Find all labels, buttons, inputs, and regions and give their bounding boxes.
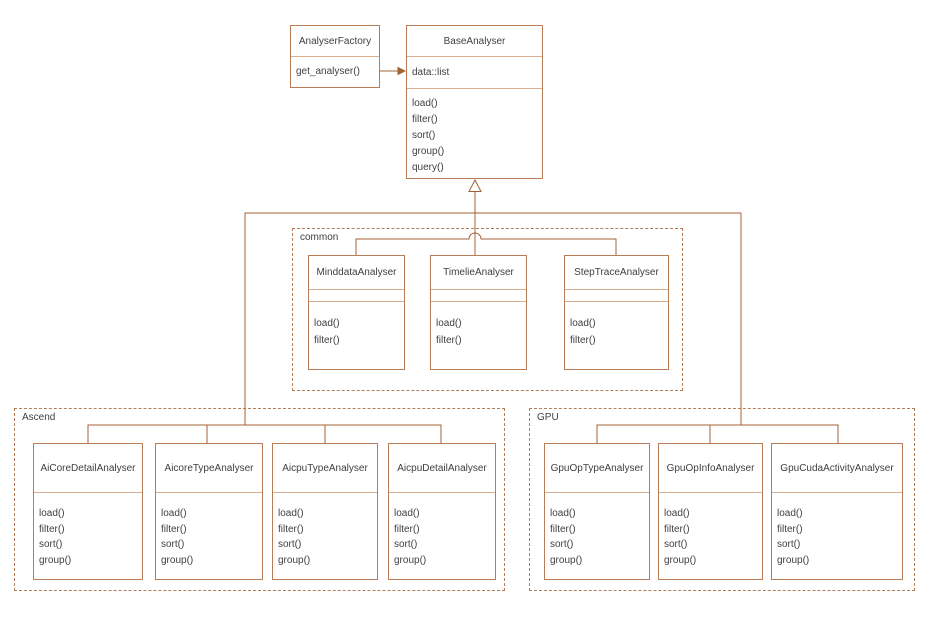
- class-name: AiCoreDetailAnalyser: [40, 462, 136, 474]
- attributes-section: [431, 289, 526, 301]
- method: get_analyser(): [296, 66, 360, 77]
- method: group(): [394, 554, 427, 566]
- class-box-aicoretypeanalyser: AicoreTypeAnalyser load() filter() sort(…: [155, 443, 263, 580]
- method: filter(): [39, 523, 65, 535]
- method: group(): [161, 554, 194, 566]
- methods-section: load() filter() sort() group(): [389, 492, 495, 568]
- class-name: GpuCudaActivityAnalyser: [780, 462, 894, 474]
- methods-section: load() filter(): [309, 301, 404, 349]
- class-name: AnalyserFactory: [298, 35, 372, 47]
- method: filter(): [314, 335, 340, 346]
- method: sort(): [394, 539, 418, 550]
- methods-section: load() filter() sort() group(): [659, 492, 762, 568]
- attributes-section: [309, 289, 404, 301]
- class-box-steptraceanalyser: StepTraceAnalyser load() filter(): [564, 255, 669, 370]
- class-name: GpuOpInfoAnalyser: [666, 462, 755, 474]
- attribute: data::list: [412, 67, 450, 78]
- method: sort(): [550, 539, 574, 550]
- methods-section: load() filter(): [565, 301, 668, 349]
- method: group(): [550, 554, 583, 566]
- method: filter(): [550, 523, 576, 535]
- method: sort(): [161, 539, 185, 550]
- class-name: MinddataAnalyser: [316, 267, 397, 278]
- method: sort(): [664, 539, 688, 550]
- method: load(): [777, 508, 803, 519]
- method: filter(): [570, 335, 596, 346]
- method: group(): [412, 146, 445, 157]
- class-name: GpuOpTypeAnalyser: [550, 462, 644, 474]
- method: sort(): [278, 539, 302, 550]
- group-label: common: [300, 232, 339, 243]
- class-name: StepTraceAnalyser: [574, 267, 659, 278]
- class-box-gpuopinfoanalyser: GpuOpInfoAnalyser load() filter() sort()…: [658, 443, 763, 580]
- class-box-aicputypeanalyser: AicpuTypeAnalyser load() filter() sort()…: [272, 443, 378, 580]
- method: load(): [412, 98, 438, 109]
- method: filter(): [664, 523, 690, 535]
- method: group(): [777, 554, 810, 566]
- attributes-section: data::list: [407, 56, 542, 88]
- class-name: AicpuDetailAnalyser: [397, 462, 487, 474]
- method: sort(): [412, 130, 436, 141]
- class-name: AicpuTypeAnalyser: [282, 462, 368, 474]
- method: filter(): [161, 523, 187, 535]
- group-label: GPU: [537, 412, 559, 423]
- class-box-aicoredetailanalyser: AiCoreDetailAnalyser load() filter() sor…: [33, 443, 143, 580]
- class-box-timelieanalyser: TimelieAnalyser load() filter(): [430, 255, 527, 370]
- class-name: AicoreTypeAnalyser: [164, 462, 254, 474]
- method: filter(): [394, 523, 420, 535]
- methods-section: get_analyser(): [291, 56, 379, 80]
- methods-section: load() filter() sort() group(): [156, 492, 262, 568]
- generalization-triangle-icon: [468, 178, 482, 192]
- method: sort(): [777, 539, 801, 550]
- method: load(): [314, 318, 340, 329]
- method: sort(): [39, 539, 63, 550]
- method: load(): [161, 508, 187, 519]
- association-arrowhead-icon: [397, 66, 406, 76]
- methods-section: load() filter() sort() group() query(): [407, 88, 542, 176]
- method: load(): [664, 508, 690, 519]
- method: group(): [278, 554, 311, 566]
- class-name: BaseAnalyser: [443, 35, 506, 47]
- method: load(): [278, 508, 304, 519]
- method: load(): [570, 318, 596, 329]
- method: load(): [436, 318, 462, 329]
- method: group(): [664, 554, 697, 566]
- method: load(): [394, 508, 420, 519]
- method: filter(): [436, 335, 462, 346]
- method: load(): [39, 508, 65, 519]
- class-box-gpucudaactivityanalyser: GpuCudaActivityAnalyser load() filter() …: [771, 443, 903, 580]
- attributes-section: [565, 289, 668, 301]
- methods-section: load() filter() sort() group(): [273, 492, 377, 568]
- methods-section: load() filter() sort() group(): [34, 492, 142, 568]
- class-box-minddataanalyser: MinddataAnalyser load() filter(): [308, 255, 405, 370]
- method: filter(): [777, 523, 803, 535]
- method: load(): [550, 508, 576, 519]
- method: query(): [412, 162, 444, 173]
- class-box-gpuoptypeanalyser: GpuOpTypeAnalyser load() filter() sort()…: [544, 443, 650, 580]
- methods-section: load() filter() sort() group(): [545, 492, 649, 568]
- class-box-analyserfactory: AnalyserFactory get_analyser(): [290, 25, 380, 88]
- methods-section: load() filter(): [431, 301, 526, 349]
- group-label: Ascend: [22, 412, 56, 423]
- class-box-baseanalyser: BaseAnalyser data::list load() filter() …: [406, 25, 543, 179]
- class-box-aicpudetailanalyser: AicpuDetailAnalyser load() filter() sort…: [388, 443, 496, 580]
- method: filter(): [412, 114, 438, 125]
- methods-section: load() filter() sort() group(): [772, 492, 902, 568]
- method: group(): [39, 554, 72, 566]
- class-name: TimelieAnalyser: [443, 267, 514, 278]
- method: filter(): [278, 523, 304, 535]
